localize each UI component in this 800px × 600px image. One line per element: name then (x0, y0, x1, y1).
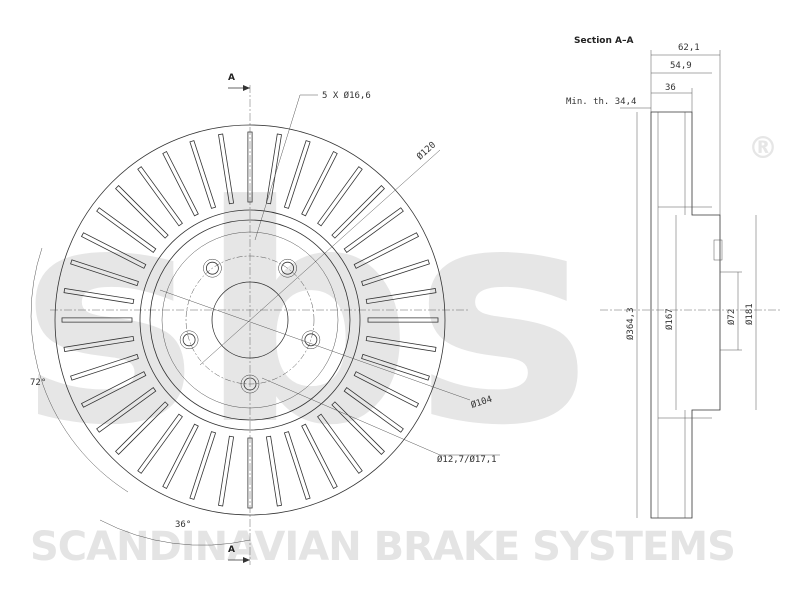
bolt-hole (243, 377, 257, 391)
cooling-vane (301, 423, 338, 490)
bolt-hole (304, 333, 318, 347)
bolt-hole (281, 261, 295, 275)
cooling-vane (361, 353, 430, 381)
watermark-brand-text: SCANDINAVIAN BRAKE SYSTEMS (30, 524, 735, 570)
section-outline (650, 111, 721, 519)
cooling-vane (115, 185, 169, 239)
cooling-vane (353, 371, 420, 408)
bolt-hole-counterbore (179, 330, 199, 350)
section-arrowhead-bottom (243, 557, 250, 563)
cooling-vane (162, 423, 199, 490)
cooling-vane (317, 413, 363, 474)
cooling-vane (96, 387, 157, 433)
cooling-vane (343, 387, 404, 433)
cooling-vane (137, 413, 183, 474)
cooling-vane (317, 166, 363, 227)
cooling-vane (365, 288, 437, 305)
center-bore (211, 281, 289, 359)
registered-mark: ® (748, 131, 778, 166)
hole-dims-label: Ø12,7/Ø17,1 (437, 454, 497, 465)
cooling-vane (367, 317, 439, 323)
watermark-logo: sbs (20, 142, 592, 491)
cooling-vane (301, 150, 338, 217)
bore-leader (159, 289, 471, 401)
hole-angle-arc (99, 519, 251, 546)
bolt-hole-counterbore (301, 330, 321, 350)
cooling-vane (218, 435, 235, 507)
hat-step (161, 231, 339, 409)
cooling-vane (283, 140, 311, 209)
vane-angle-label: 72° (30, 378, 46, 388)
cooling-vane (247, 131, 253, 203)
cooling-vane (265, 435, 282, 507)
overall-height-label: 62,1 (678, 43, 700, 53)
bolt-holes (179, 258, 321, 394)
section-marker-top: A (228, 73, 235, 83)
cooling-vane (61, 317, 133, 323)
section-title: Section A–A (574, 36, 633, 46)
watermark: sbs ® SCANDINAVIAN BRAKE SYSTEMS (20, 131, 778, 570)
hat-height-label: 54,9 (670, 61, 692, 71)
vane-angle-arc (30, 247, 129, 493)
hole-angle-label: 36° (175, 520, 191, 530)
cooling-vane (353, 232, 420, 269)
friction-ring-inner-edge (139, 209, 361, 431)
pitch-circle (185, 255, 315, 385)
cooling-vane (331, 401, 385, 455)
hat-diameter-label: Ø167 (664, 308, 675, 330)
cooling-vane (137, 166, 183, 227)
cooling-vane (63, 335, 135, 352)
cooling-vane (115, 401, 169, 455)
section-arrowhead-top (243, 85, 250, 91)
hub-lip (713, 239, 723, 261)
bolt-hole-counterbore (240, 374, 260, 394)
cooling-vane (247, 437, 253, 509)
bolt-hole (205, 261, 219, 275)
cooling-vane (365, 335, 437, 352)
cooling-vane (331, 185, 385, 239)
cooling-vane (162, 150, 199, 217)
disc-outer-edge (54, 124, 446, 516)
outer-diameter-label: Ø364,3 (625, 307, 636, 340)
cooling-vane (343, 207, 404, 253)
cooling-vane (189, 140, 217, 209)
cooling-vane (189, 431, 217, 500)
cooling-vane (70, 259, 139, 287)
bolt-pattern-label: 5 X Ø16,6 (322, 90, 371, 101)
thickness-label: 36 (665, 83, 676, 93)
cooling-vane (80, 371, 147, 408)
pitch-circle-leader (199, 149, 441, 366)
cooling-vanes (61, 131, 439, 509)
cooling-vane (283, 431, 311, 500)
hub-diameter-label: Ø181 (744, 303, 755, 325)
cooling-vane (218, 133, 235, 205)
cooling-vane (361, 259, 430, 287)
bore-diameter-label: Ø72 (726, 309, 737, 325)
hole-dims-leader (261, 377, 441, 456)
cooling-vane (70, 353, 139, 381)
bolt-pattern-leader-diag (254, 94, 301, 241)
cooling-vane (265, 133, 282, 205)
cooling-vane (80, 232, 147, 269)
section-view: Section A–A 62,1 54,9 36 Min. th. 34,4 Ø… (566, 36, 780, 519)
min-thickness-label: Min. th. 34,4 (566, 97, 636, 107)
hat-outer-edge (149, 219, 351, 421)
section-marker-bottom: A (228, 545, 235, 555)
bolt-hole (182, 333, 196, 347)
cooling-vane (96, 207, 157, 253)
bolt-hole-counterbore (203, 258, 222, 278)
cooling-vane (63, 288, 135, 305)
bolt-hole-counterbore (278, 258, 297, 278)
